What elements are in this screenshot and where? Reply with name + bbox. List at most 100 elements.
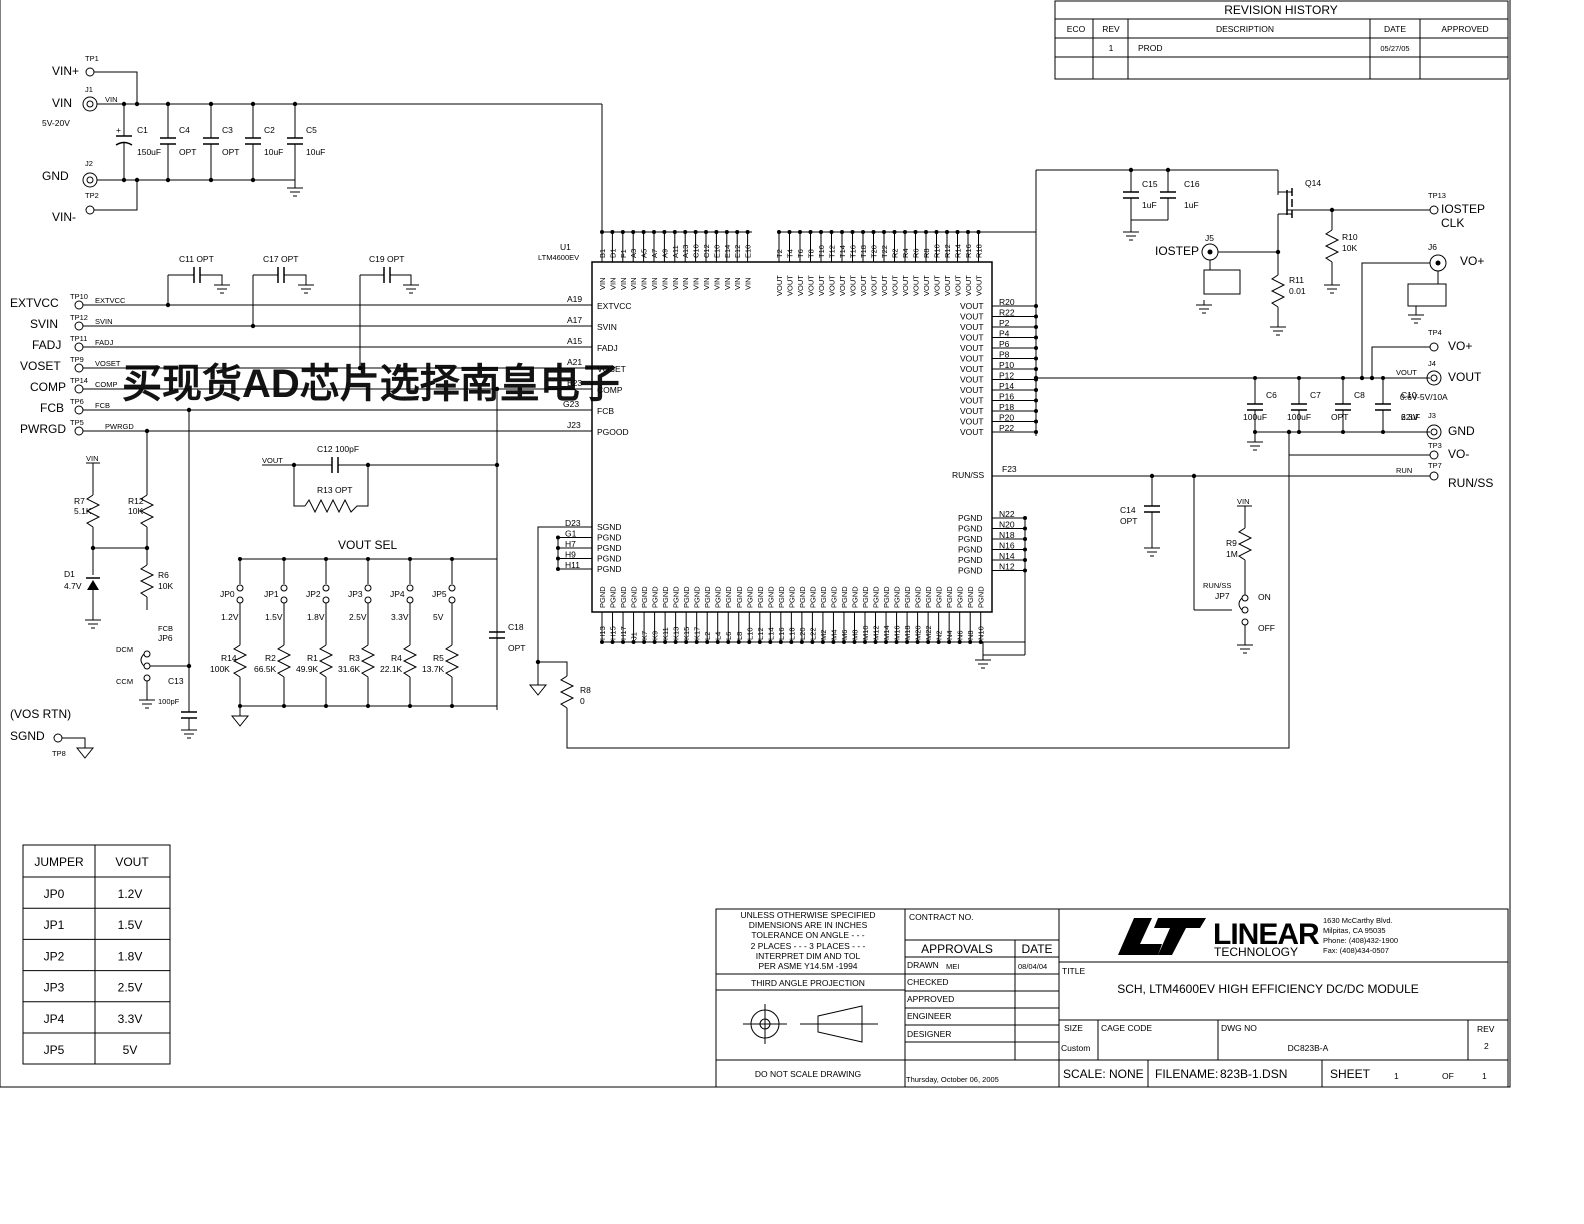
cap-ref: C8 bbox=[1354, 390, 1365, 400]
u1-vout-pin-name: VOUT bbox=[975, 275, 984, 296]
j1-jack bbox=[82, 96, 98, 112]
vout-sel-title: VOUT SEL bbox=[338, 538, 397, 552]
tp1-testpoint bbox=[85, 67, 95, 77]
u1-pin-H9: H9 bbox=[565, 550, 576, 560]
jumper-table-vout: 1.8V bbox=[118, 949, 143, 963]
iostep-section: C15 1uF C16 1uF Q14 TP13 IOSTEP CLK R10 … bbox=[1036, 167, 1485, 336]
size-value: Custom bbox=[1061, 1043, 1090, 1053]
note-line-1: UNLESS OTHERWISE SPECIFIED bbox=[741, 910, 876, 920]
u1-pin-K7: K7 bbox=[640, 631, 649, 640]
svg-text:A21: A21 bbox=[567, 357, 582, 367]
tp1-label: TP1 bbox=[85, 54, 99, 63]
u1-pgnd-pin-name: PGND bbox=[958, 566, 983, 576]
u1-pgnd-pin-name: PGND bbox=[903, 586, 912, 608]
u1-part: LTM4600EV bbox=[538, 253, 579, 262]
svg-text:TP6: TP6 bbox=[70, 397, 84, 406]
u1-pin-M4: M4 bbox=[829, 630, 838, 640]
u1-pin-A11: A11 bbox=[671, 245, 680, 258]
u1-vout-pin-name: VOUT bbox=[960, 354, 984, 364]
u1-pin-T8: T8 bbox=[807, 249, 816, 258]
revision-history-table: REVISION HISTORY ECO REV DESCRIPTION DAT… bbox=[1054, 0, 1509, 80]
dwg-no-label: DWG NO bbox=[1221, 1023, 1257, 1033]
rev-value: 2 bbox=[1484, 1041, 1489, 1051]
svg-text:EXTVCC: EXTVCC bbox=[10, 296, 59, 310]
port-fadj: FADJ TP11 FADJ A15 FADJ bbox=[32, 334, 618, 353]
vout-range: 0.6V-5V/10A bbox=[1400, 392, 1448, 402]
rev-col-eco: ECO bbox=[1067, 24, 1086, 34]
u1-vout-pin-name: VOUT bbox=[775, 275, 784, 296]
u1-pin-R6: R6 bbox=[912, 248, 921, 258]
rev-col-date: DATE bbox=[1384, 24, 1406, 34]
vo-minus-label: VO- bbox=[1448, 447, 1469, 461]
j6-ref: J6 bbox=[1428, 242, 1437, 252]
u1-pin-H13: H13 bbox=[598, 626, 607, 640]
u1-vout-pin-name: VOUT bbox=[807, 275, 816, 296]
u1-pgnd-pin-name: PGND bbox=[861, 586, 870, 608]
size-label: SIZE bbox=[1064, 1023, 1083, 1033]
u1-vout-pin-name: VOUT bbox=[786, 275, 795, 296]
fcb-pwrgd-network: VIN R7 5.1K D1 4.7V R12 10K R6 10K FCB J… bbox=[64, 410, 197, 739]
u1-pin-P10: P10 bbox=[999, 360, 1014, 370]
jumper-pin bbox=[322, 584, 330, 592]
jumper-table-jp: JP5 bbox=[44, 1043, 65, 1057]
vo-plus-j6: VO+ bbox=[1460, 254, 1484, 268]
jp7-ref: JP7 bbox=[1215, 591, 1230, 601]
u1-pin-C10: C10 bbox=[692, 244, 701, 258]
u1-pin-R2: R2 bbox=[891, 248, 900, 258]
u1-pin-R10: R10 bbox=[933, 244, 942, 258]
u1-vin-pin-name: VIN bbox=[723, 277, 732, 290]
u1-vin-pin-name: VIN bbox=[692, 277, 701, 290]
of-label: OF bbox=[1442, 1071, 1454, 1081]
u1-pin-E10: E10 bbox=[712, 245, 721, 258]
resistor-value: 31.6K bbox=[338, 664, 361, 674]
r7-ref: R7 bbox=[74, 496, 85, 506]
jumper-col-header: JUMPER bbox=[34, 855, 84, 869]
u1-pin-M14: M14 bbox=[882, 625, 891, 640]
u1-vin-pin-name: VIN bbox=[702, 277, 711, 290]
u1-pgnd-pin-name: PGND bbox=[977, 586, 986, 608]
u1-pin-R12: R12 bbox=[943, 244, 952, 258]
j5-ref: J5 bbox=[1205, 233, 1214, 243]
vin-plus-label: VIN+ bbox=[52, 64, 79, 78]
u1-pin-L12: L12 bbox=[756, 627, 765, 640]
svg-text:VOSET: VOSET bbox=[20, 359, 61, 373]
u1-vout-pin-name: VOUT bbox=[891, 275, 900, 296]
u1-pgnd-pin-name: PGND bbox=[958, 513, 983, 523]
u1-pin-P14: P14 bbox=[999, 381, 1014, 391]
u1-pin-N14: N14 bbox=[999, 551, 1015, 561]
u1-pgnd-pin-name: PGND bbox=[966, 586, 975, 608]
cap-value: 100uF bbox=[1287, 412, 1311, 422]
svg-text:FCB: FCB bbox=[95, 401, 110, 410]
u1-vout-pin-name: VOUT bbox=[828, 275, 837, 296]
vout-sel-legs: JP01.2VR14100KJP11.5VR266.5KJP21.8VR149.… bbox=[210, 557, 460, 708]
u1-pin-R16: R16 bbox=[964, 244, 973, 258]
jp7-off: OFF bbox=[1258, 623, 1275, 633]
projection-label: THIRD ANGLE PROJECTION bbox=[751, 978, 865, 988]
print-date: Thursday, October 06, 2005 bbox=[906, 1075, 999, 1084]
u1-vout-pin-name: VOUT bbox=[960, 364, 984, 374]
u1-vin-pin-name: VIN bbox=[671, 277, 680, 290]
engineer-label: ENGINEER bbox=[907, 1011, 951, 1021]
u1-pgnd-pin-name: PGND bbox=[819, 586, 828, 608]
u1-pin-K13: K13 bbox=[672, 627, 681, 640]
j4-ref: J4 bbox=[1428, 359, 1436, 368]
ccm-label: CCM bbox=[116, 677, 133, 686]
u1-vout-pin-name: VOUT bbox=[960, 375, 984, 385]
tp7-label: TP7 bbox=[1428, 461, 1442, 470]
r13-label: R13 OPT bbox=[317, 485, 352, 495]
svg-text:SVIN: SVIN bbox=[95, 317, 113, 326]
tp2-testpoint bbox=[85, 205, 95, 215]
u1-pgnd-pin-name: PGND bbox=[798, 586, 807, 608]
port-fcb: FCB TP6 FCB G23 FCB bbox=[40, 397, 614, 416]
resistor-symbol bbox=[276, 644, 292, 678]
contract-label: CONTRACT NO. bbox=[909, 912, 974, 922]
resistor-value: 22.1K bbox=[380, 664, 403, 674]
tp13-label: TP13 bbox=[1428, 191, 1446, 200]
jumper-pin bbox=[364, 596, 372, 604]
u1-pin-P12: P12 bbox=[999, 371, 1014, 381]
jumper-table-vout: 1.5V bbox=[118, 918, 143, 932]
c2-value: 10uF bbox=[264, 147, 283, 157]
u1-pin-T16: T16 bbox=[849, 245, 858, 258]
